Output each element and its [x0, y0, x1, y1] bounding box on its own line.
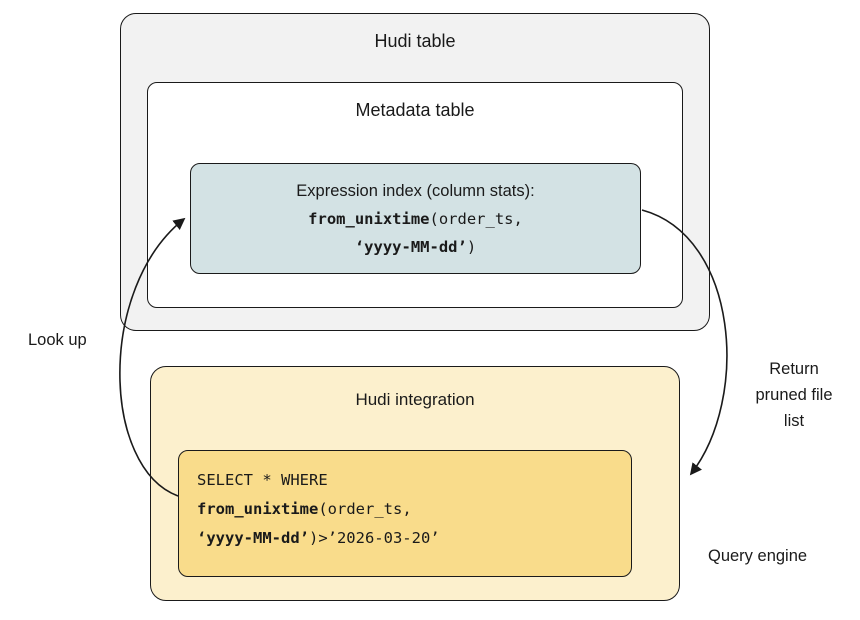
sql-query-box: SELECT * WHERE from_unixtime(order_ts, ‘…	[178, 450, 632, 577]
code-function-name: from_unixtime	[197, 500, 319, 518]
sql-query-line-3: ‘yyyy-MM-dd’)>’2026-03-20’	[197, 524, 631, 553]
hudi-integration-title: Hudi integration	[355, 390, 475, 409]
sql-query-line-1: SELECT * WHERE	[197, 471, 328, 489]
code-format-string: ‘yyyy-MM-dd’	[354, 238, 467, 256]
expression-index-code-line-1: from_unixtime(order_ts,	[191, 205, 640, 233]
code-format-string: ‘yyyy-MM-dd’	[197, 529, 309, 547]
look-up-label: Look up	[28, 331, 87, 349]
return-pruned-file-list-label: Return pruned file list	[755, 360, 833, 430]
expression-index-label: Expression index (column stats):	[296, 182, 535, 200]
code-closing-paren: )	[466, 238, 477, 256]
expression-index-box: Expression index (column stats): from_un…	[190, 163, 641, 274]
code-comparison: )>’2026-03-20’	[308, 529, 440, 547]
query-engine-label: Query engine	[708, 547, 808, 565]
expression-index-code-line-2: ‘yyyy-MM-dd’)	[191, 233, 640, 261]
metadata-table-title: Metadata table	[355, 100, 475, 120]
hudi-table-title: Hudi table	[374, 31, 456, 51]
code-arguments: (order_ts,	[429, 210, 523, 228]
code-arguments: (order_ts,	[318, 500, 412, 518]
code-function-name: from_unixtime	[308, 210, 430, 228]
sql-query-line-2: from_unixtime(order_ts,	[197, 495, 631, 524]
